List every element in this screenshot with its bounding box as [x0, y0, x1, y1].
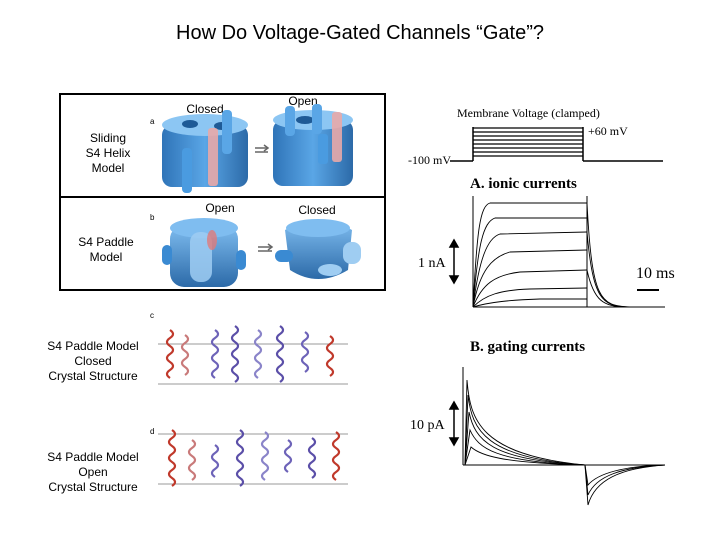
paddle-closed-crystal-label: S4 Paddle Model Closed Crystal Structure	[47, 339, 139, 383]
model-panel-divider	[59, 196, 386, 198]
gating-currents-heading: B. gating currents	[470, 339, 586, 355]
gating-scale-label: 10 pA	[410, 418, 445, 433]
panel-letter-b: b	[150, 213, 155, 222]
open-channel-graphic	[273, 104, 353, 186]
crystal-structure-closed	[158, 325, 348, 385]
top-open-label: Open	[288, 94, 318, 108]
high-voltage-label: +60 mV	[588, 124, 628, 138]
ionic-currents-heading: A. ionic currents	[470, 176, 577, 192]
membrane-voltage-label: Membrane Voltage (clamped)	[457, 106, 600, 120]
top-closed-label: Closed	[186, 102, 224, 116]
closed-channel-graphic	[162, 110, 248, 193]
panel-letter-c: c	[150, 311, 154, 320]
low-voltage-label: -100 mV	[408, 153, 451, 167]
slide-title: How Do Voltage-Gated Channels “Gate”?	[176, 22, 544, 44]
transition-arrow-b	[258, 243, 274, 252]
panel-letter-a: a	[150, 117, 155, 126]
bottom-open-label: Open	[205, 201, 235, 215]
paddle-closed-graphic	[275, 219, 361, 279]
bottom-closed-label: Closed	[298, 203, 336, 217]
model-panel-frame	[59, 93, 386, 291]
paddle-open-graphic	[162, 218, 246, 287]
panel-letter-d: d	[150, 427, 155, 436]
transition-arrow-a	[255, 144, 270, 153]
paddle-model-label: S4 Paddle Model	[78, 235, 134, 264]
time-scale-label: 10 ms	[636, 265, 675, 282]
sliding-helix-model-label: Sliding S4 Helix Model	[85, 131, 131, 175]
ionic-scale-label: 1 nA	[418, 256, 446, 271]
paddle-open-crystal-label: S4 Paddle Model Open Crystal Structure	[47, 450, 139, 494]
crystal-structure-open	[158, 429, 348, 487]
